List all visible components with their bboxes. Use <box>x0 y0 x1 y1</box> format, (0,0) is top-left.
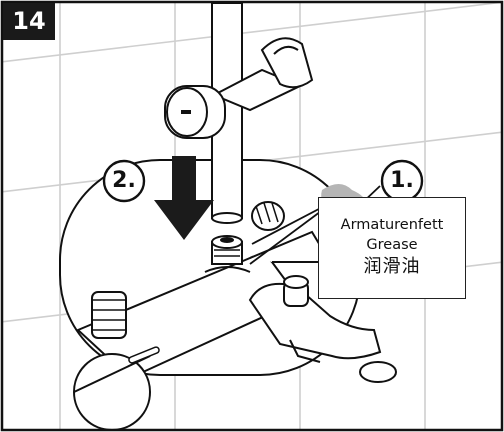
callout-label-2: 2. <box>112 168 136 193</box>
callout-circle-2 <box>102 159 146 203</box>
thermostat-body <box>73 230 332 431</box>
bath-spout <box>248 275 397 383</box>
grease-label-german: Armaturenfett <box>340 217 444 234</box>
push-down-arrow <box>154 156 214 240</box>
connection-nipple <box>204 235 251 273</box>
callout-label-1: 1. <box>390 168 414 193</box>
shower-holder <box>164 37 314 139</box>
grease-label-english: Grease <box>366 236 418 253</box>
grease-label-box: Armaturenfett Grease 润滑油 <box>318 197 466 299</box>
right-connector <box>251 201 285 231</box>
grease-label-chinese: 润滑油 <box>363 256 421 278</box>
step-number-badge: 14 <box>3 3 55 40</box>
